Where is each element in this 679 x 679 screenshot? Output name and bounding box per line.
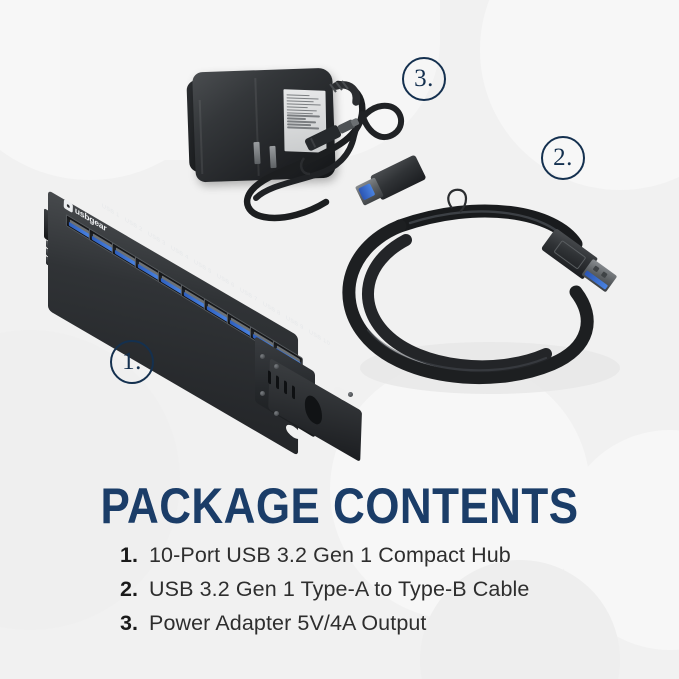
- usb-port-label: USB 6: [216, 273, 235, 290]
- list-item: 1. 10-Port USB 3.2 Gen 1 Compact Hub: [120, 543, 600, 577]
- list-item: 2. USB 3.2 Gen 1 Type-A to Type-B Cable: [120, 577, 600, 611]
- callout-2: 2.: [541, 136, 585, 180]
- list-item-number: 3.: [120, 611, 138, 635]
- hub-screw: [260, 354, 265, 359]
- cable-body: [342, 219, 594, 385]
- usb-port-label: USB 1: [101, 203, 120, 220]
- usb-port-label: USB 2: [124, 217, 143, 234]
- usb-port-label: USB 7: [239, 287, 258, 304]
- hub-vent: [268, 370, 271, 385]
- bracket-screw: [274, 364, 279, 369]
- usb-port-label: USB 9: [285, 315, 304, 332]
- hub-vent: [276, 375, 279, 390]
- usb-cable: [340, 154, 679, 418]
- list-item-text: 10-Port USB 3.2 Gen 1 Compact Hub: [149, 543, 511, 567]
- bracket-screw: [274, 411, 279, 416]
- hub-screw: [260, 391, 265, 396]
- list-item-text: Power Adapter 5V/4A Output: [149, 611, 427, 635]
- page-title: PACKAGE CONTENTS: [100, 478, 579, 534]
- hub-vent: [292, 385, 295, 400]
- usb-port-label: USB 3: [147, 231, 166, 248]
- usb-port-label: USB 10: [308, 329, 331, 348]
- usb-port-label: USB 4: [170, 245, 189, 262]
- list-item-number: 1.: [120, 543, 138, 567]
- adapter-dc-cord: [243, 80, 405, 222]
- list-item: 3. Power Adapter 5V/4A Output: [120, 611, 600, 645]
- usb-port-label: USB 8: [262, 301, 281, 318]
- list-item-text: USB 3.2 Gen 1 Type-A to Type-B Cable: [149, 577, 530, 601]
- callout-3: 3.: [402, 57, 446, 101]
- usb-hub: usbgear USB 1 USB 2 USB 3 USB 4 USB 5 US…: [42, 186, 372, 463]
- bracket-screw: [348, 392, 353, 397]
- list-item-number: 2.: [120, 577, 138, 601]
- hub-vent: [284, 380, 287, 395]
- callout-1: 1.: [110, 340, 154, 384]
- contents-list: 1. 10-Port USB 3.2 Gen 1 Compact Hub 2. …: [120, 543, 600, 645]
- usb-port-label: USB 5: [193, 259, 212, 276]
- cable-body: [362, 234, 552, 373]
- power-adapter: [186, 62, 436, 247]
